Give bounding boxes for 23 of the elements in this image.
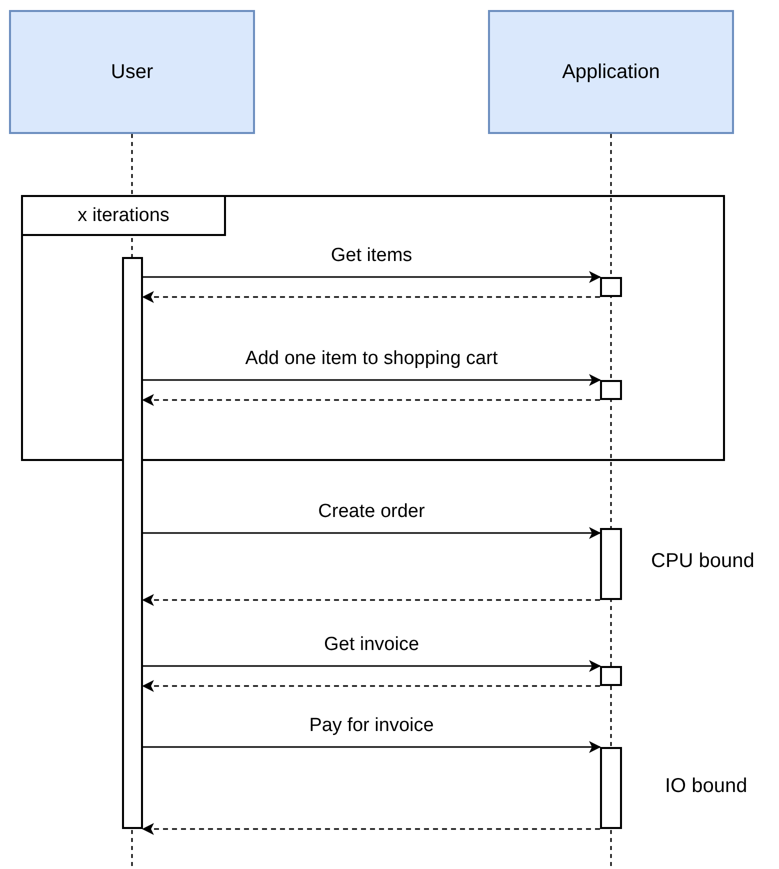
message-arrow: [143, 741, 601, 753]
loop-frame: [21, 195, 725, 461]
return-arrow: [142, 680, 600, 692]
activation-bar: [600, 747, 622, 829]
message-arrow: [143, 271, 601, 283]
return-arrow: [142, 394, 600, 406]
message-arrow: [143, 527, 601, 539]
return-arrow: [142, 823, 600, 835]
activation-bar: [600, 380, 622, 400]
activation-bar: [122, 257, 143, 829]
message-arrow: [143, 660, 601, 672]
loop-label: x iterations: [21, 195, 226, 236]
activation-bar: [600, 277, 622, 297]
edge-label: Add one item to shopping cart: [242, 348, 501, 370]
return-arrow: [142, 594, 600, 606]
participant-box: User: [9, 10, 255, 134]
annotation-text: CPU bound: [651, 550, 754, 573]
annotation-text: IO bound: [665, 775, 748, 798]
return-arrow: [142, 291, 600, 303]
activation-bar: [600, 666, 622, 686]
message-arrow: [143, 374, 601, 386]
activation-bar: [600, 528, 622, 600]
participant-box: Application: [488, 10, 734, 134]
